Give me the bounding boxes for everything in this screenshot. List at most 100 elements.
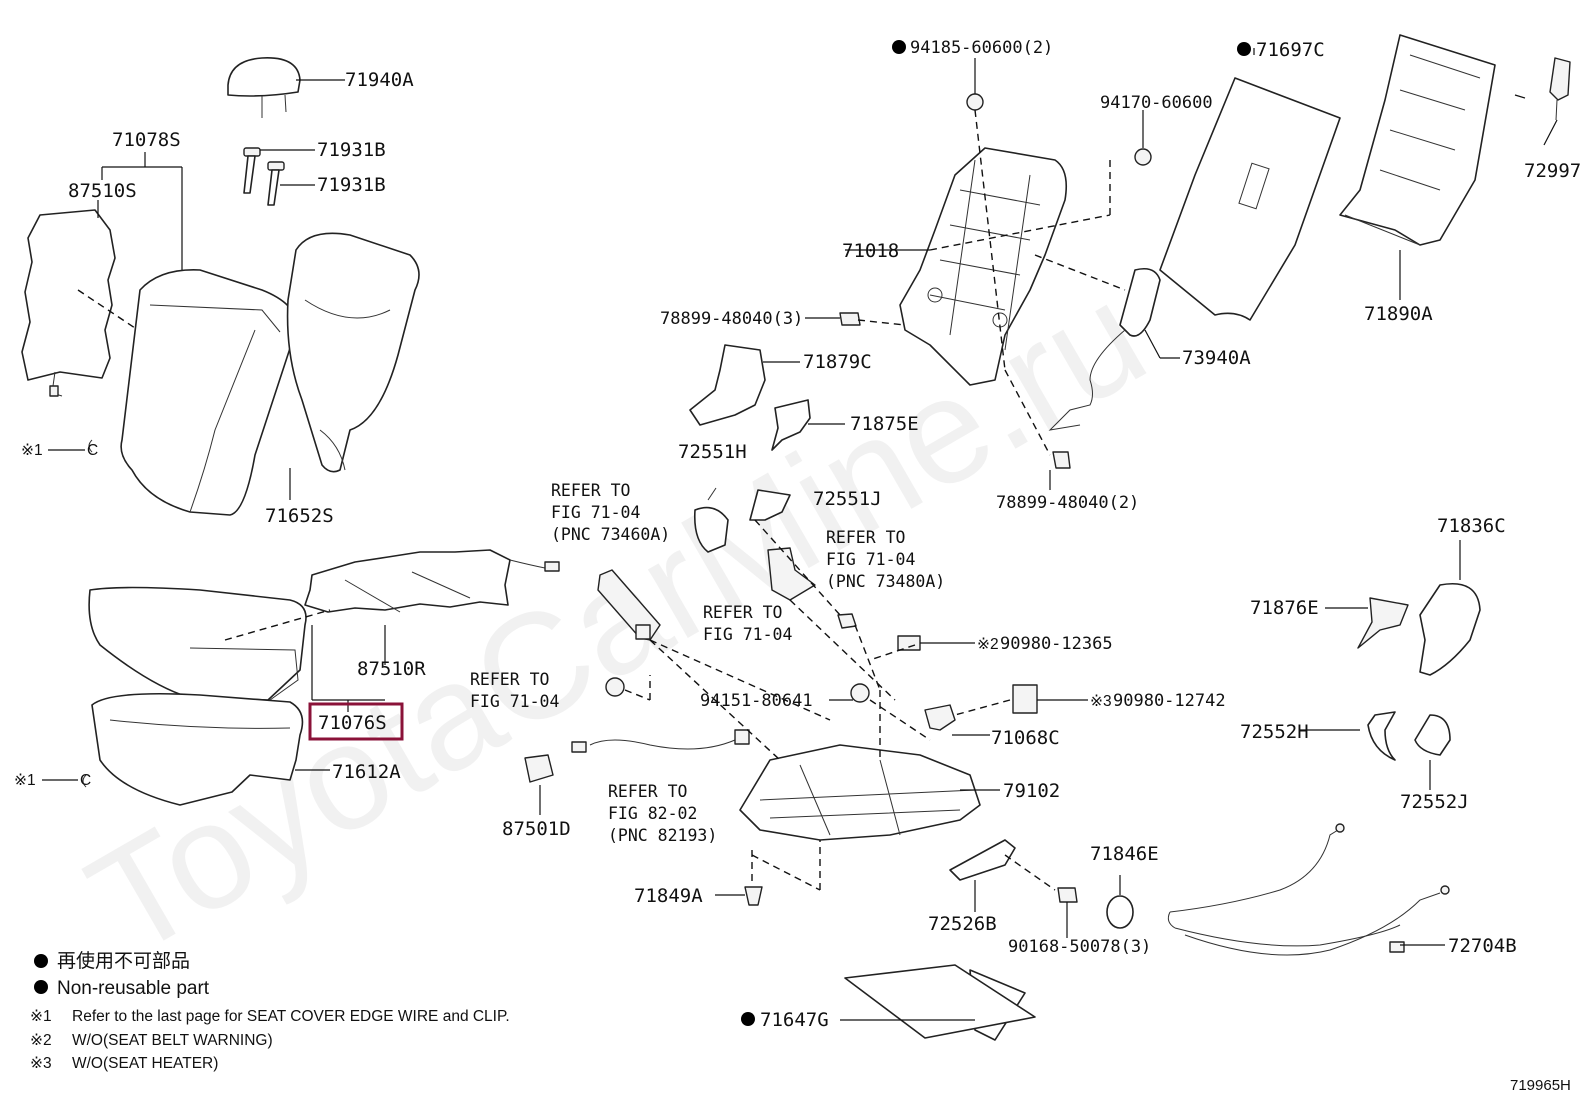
ref5-line2[interactable]: FIG 82-02 — [608, 804, 697, 823]
callout-79102[interactable]: 79102 — [1003, 780, 1060, 802]
part-trim-71876E — [1357, 597, 1409, 649]
callout-87501D[interactable]: 87501D — [502, 818, 571, 840]
callout-72552H[interactable]: 72552H — [1240, 721, 1309, 743]
ref1-line2[interactable]: FIG 71-04 — [551, 503, 640, 522]
part-knob-72551H — [693, 487, 729, 553]
part-lever-72526B — [949, 839, 1016, 881]
non-reusable-dot-icon — [1237, 42, 1251, 56]
part-cable-72704B — [1167, 823, 1450, 956]
callout-78899-48040-2[interactable]: 78899-48040(2) — [996, 493, 1139, 513]
part-knob-72551J — [749, 489, 791, 521]
ref2-line3[interactable]: (PNC 73480A) — [826, 572, 945, 591]
clip-mark-back: C — [87, 442, 98, 459]
guide-lines — [77, 109, 1126, 891]
callout-78899-48040-3[interactable]: 78899-48040(3) — [660, 309, 803, 329]
callout-71940A[interactable]: 71940A — [345, 69, 414, 91]
callout-90168[interactable]: 90168-50078(3) — [1008, 937, 1151, 957]
ref2-line2[interactable]: FIG 71-04 — [826, 550, 915, 569]
ref5-line3[interactable]: (PNC 82193) — [608, 826, 717, 845]
part-cap-71846E — [1106, 895, 1134, 929]
callout-71931B-lower[interactable]: 71931B — [317, 174, 386, 196]
callout-72526B[interactable]: 72526B — [928, 913, 997, 935]
part-document-71647G — [844, 964, 1036, 1041]
part-bracket-71068C — [924, 704, 956, 731]
callout-71076S[interactable]: 71076S — [318, 712, 387, 734]
callout-94185[interactable]: 94185-60600(2) — [910, 38, 1053, 58]
part-seat-heater-87510R — [304, 549, 560, 613]
callout-71697C[interactable]: 71697C — [1256, 39, 1325, 61]
callout-90980-12742[interactable]: 90980-12742 — [1113, 691, 1226, 711]
ref3-line1[interactable]: REFER TO — [703, 603, 782, 622]
part-clip-71849A — [744, 886, 763, 906]
note1-mark-cushion: ※1 — [14, 772, 36, 789]
legend-note1-mark: ※1 — [30, 1008, 52, 1025]
callout-90980-12365[interactable]: 90980-12365 — [1000, 634, 1113, 654]
ref5-line1[interactable]: REFER TO — [608, 782, 687, 801]
part-headrest-guides-71931B — [243, 147, 285, 206]
highlight-box-71076S — [308, 702, 404, 741]
part-nut-94170 — [1134, 148, 1152, 166]
callout-73940A[interactable]: 73940A — [1182, 347, 1251, 369]
part-knob-72552J — [1414, 714, 1451, 756]
part-seat-cushion-cover-71076S — [88, 586, 307, 701]
part-back-panel-71890A — [1339, 34, 1496, 246]
callout-94151[interactable]: 94151-80641 — [700, 691, 813, 711]
callout-71652S[interactable]: 71652S — [265, 505, 334, 527]
part-connector-90980-12742 — [1012, 684, 1038, 714]
part-bolt-90168 — [1057, 887, 1078, 903]
part-cover-71836C — [1419, 583, 1481, 676]
callout-71931B-upper[interactable]: 71931B — [317, 139, 386, 161]
callout-87510S[interactable]: 87510S — [68, 180, 137, 202]
callout-94170[interactable]: 94170-60600 — [1100, 93, 1213, 113]
callout-72551H[interactable]: 72551H — [678, 441, 747, 463]
callout-71612A[interactable]: 71612A — [332, 761, 401, 783]
ref4-line1[interactable]: REFER TO — [470, 670, 549, 689]
part-seat-frame-79102 — [739, 744, 981, 841]
callout-72552J[interactable]: 72552J — [1400, 791, 1469, 813]
callout-labels: 94185-60600(2) 71697C 71940A 71078S 7193… — [14, 38, 1581, 1031]
legend-en-nonreusable: Non-reusable part — [57, 978, 210, 999]
part-switch-87501D — [524, 754, 554, 783]
callout-87510R[interactable]: 87510R — [357, 658, 426, 680]
part-trim-71875E — [771, 399, 811, 451]
leader-lines — [42, 48, 1558, 1021]
callout-71849A[interactable]: 71849A — [634, 885, 703, 907]
note3-mark: ※3 — [1090, 693, 1112, 710]
part-connector-90980-12365 — [897, 635, 921, 651]
part-back-frame-71018 — [899, 147, 1068, 386]
part-bracket-73480A — [767, 547, 816, 601]
legend-note2-text: W/O(SEAT BELT WARNING) — [72, 1032, 273, 1049]
callout-72997[interactable]: 72997 — [1524, 160, 1581, 182]
legend-dot-icon — [34, 980, 48, 994]
part-clip-72997 — [1549, 57, 1571, 121]
ref4-line2[interactable]: FIG 71-04 — [470, 692, 559, 711]
callout-71836C[interactable]: 71836C — [1437, 515, 1506, 537]
callout-71890A[interactable]: 71890A — [1364, 303, 1433, 325]
note1-mark-back: ※1 — [21, 442, 43, 459]
callout-71068C[interactable]: 71068C — [991, 727, 1060, 749]
callout-71876E[interactable]: 71876E — [1250, 597, 1319, 619]
legend-note3-mark: ※3 — [30, 1055, 52, 1072]
ref1-line3[interactable]: (PNC 73460A) — [551, 525, 670, 544]
callout-71875E[interactable]: 71875E — [850, 413, 919, 435]
callout-71846E[interactable]: 71846E — [1090, 843, 1159, 865]
callout-71647G[interactable]: 71647G — [760, 1009, 829, 1031]
callout-71078S[interactable]: 71078S — [112, 129, 181, 151]
callout-71018[interactable]: 71018 — [842, 240, 899, 262]
ref1-line1[interactable]: REFER TO — [551, 481, 630, 500]
callout-72704B[interactable]: 72704B — [1448, 935, 1517, 957]
part-seat-cushion-pad-71612A — [91, 692, 304, 806]
non-reusable-dot-icon — [892, 40, 906, 54]
callout-72551J[interactable]: 72551J — [813, 488, 882, 510]
part-headrest-71940A — [227, 57, 301, 118]
ref2-line1[interactable]: REFER TO — [826, 528, 905, 547]
part-nut-94185 — [966, 93, 984, 111]
part-back-cover-71078S — [120, 269, 298, 516]
ref3-line2[interactable]: FIG 71-04 — [703, 625, 792, 644]
reference-notes: REFER TO FIG 71-04 (PNC 73460A) REFER TO… — [470, 481, 945, 845]
clip-mark-cushion: C — [80, 772, 91, 789]
legend-jp-nonreusable: 再使用不可部品 — [57, 950, 190, 972]
callout-71879C[interactable]: 71879C — [803, 351, 872, 373]
part-nut-94151 — [850, 683, 870, 703]
